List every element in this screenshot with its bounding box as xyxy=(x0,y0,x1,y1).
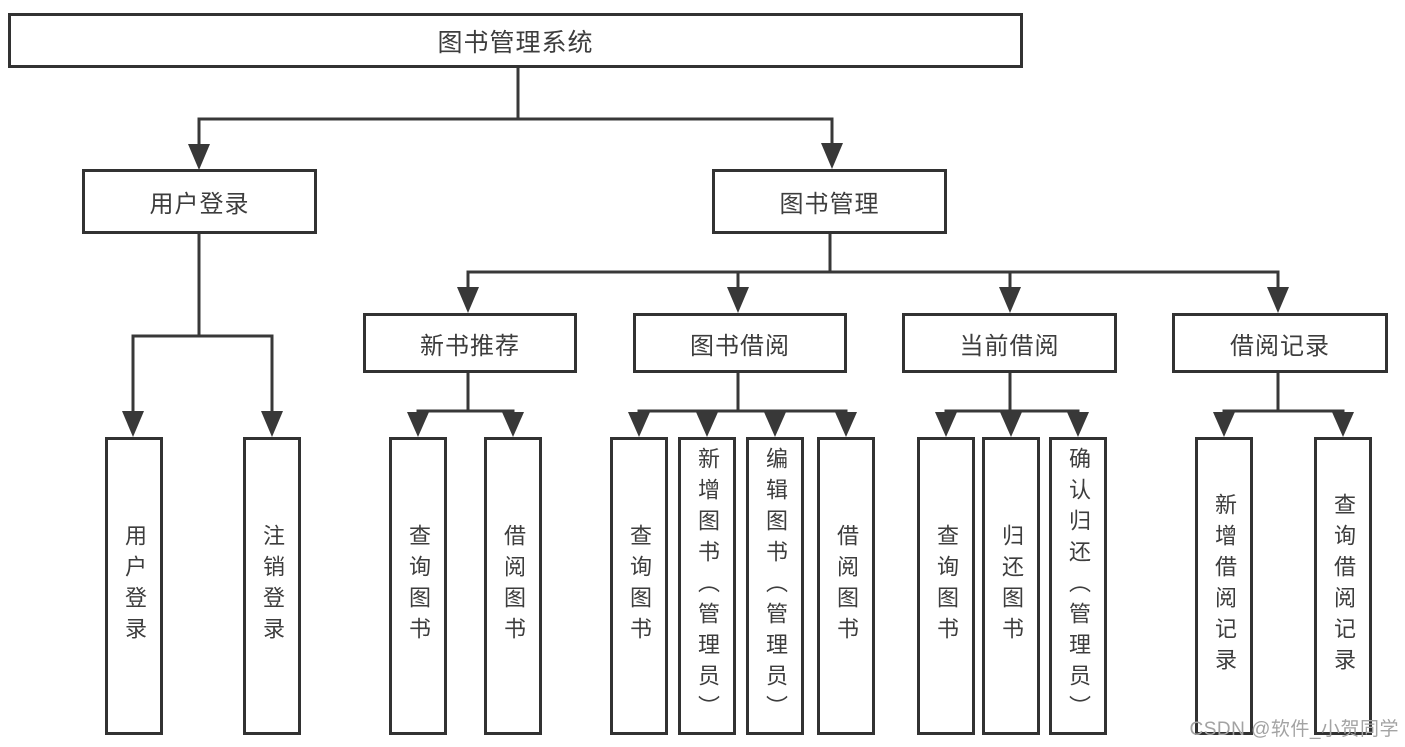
leaf-add-book-admin: 新增图书（管理员） xyxy=(678,437,736,735)
leaf-borrow-book: 借阅图书 xyxy=(817,437,875,735)
node-book-management: 图书管理 xyxy=(712,169,947,234)
csdn-watermark: CSDN @软件_小贺同学 xyxy=(1189,719,1399,740)
leaf-query-borrow-record: 查询借阅记录 xyxy=(1314,437,1372,735)
node-new-book-recommend: 新书推荐 xyxy=(363,313,577,373)
node-borrow-record: 借阅记录 xyxy=(1172,313,1388,373)
leaf-query-book-borrow: 查询图书 xyxy=(610,437,668,735)
leaf-borrow-book-recommend: 借阅图书 xyxy=(484,437,542,735)
leaf-confirm-return-admin: 确认归还（管理员） xyxy=(1049,437,1107,735)
node-current-borrow: 当前借阅 xyxy=(902,313,1117,373)
leaf-user-login: 用户登录 xyxy=(105,437,163,735)
leaf-edit-book-admin: 编辑图书（管理员） xyxy=(746,437,804,735)
leaf-query-book-current: 查询图书 xyxy=(917,437,975,735)
node-root-system: 图书管理系统 xyxy=(8,13,1023,68)
leaf-logout: 注销登录 xyxy=(243,437,301,735)
node-book-borrow: 图书借阅 xyxy=(633,313,847,373)
leaf-add-borrow-record: 新增借阅记录 xyxy=(1195,437,1253,735)
leaf-query-book-recommend: 查询图书 xyxy=(389,437,447,735)
node-user-login: 用户登录 xyxy=(82,169,317,234)
leaf-return-book: 归还图书 xyxy=(982,437,1040,735)
